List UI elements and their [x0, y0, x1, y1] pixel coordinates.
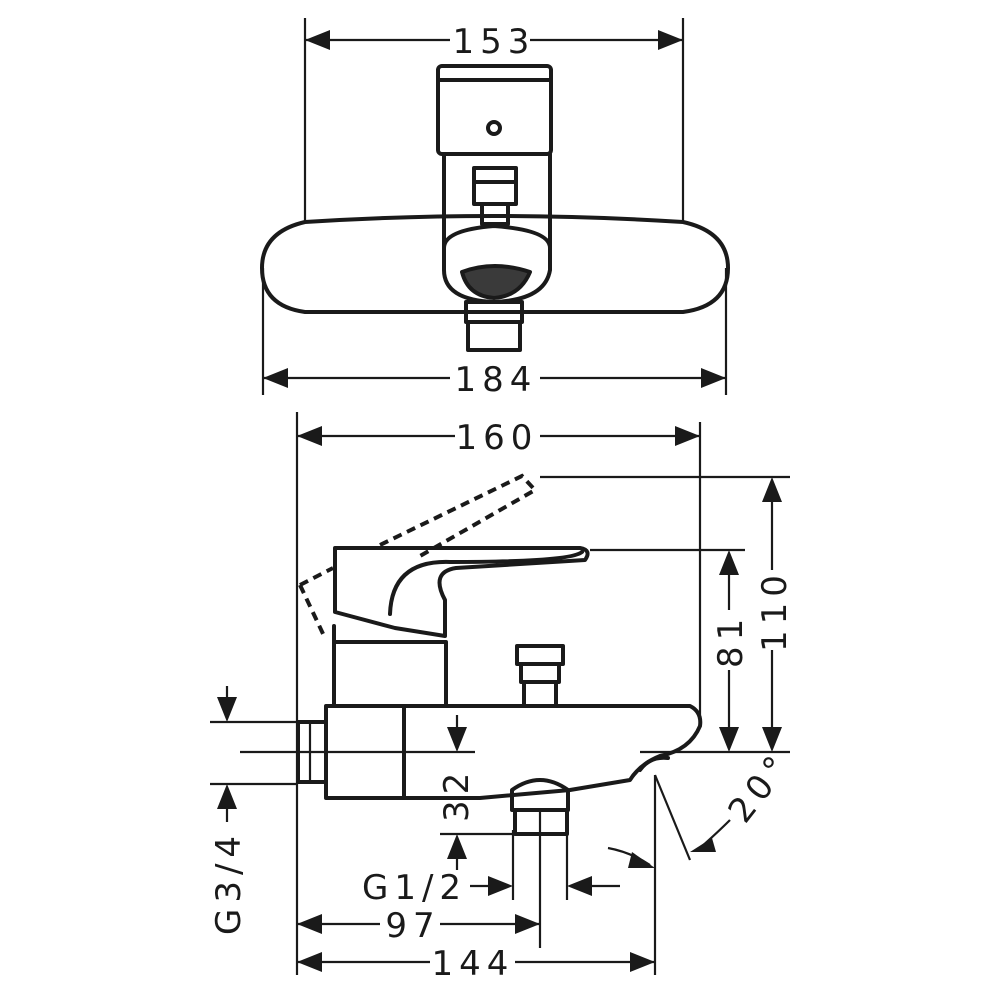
dimension-110: 110 [755, 477, 795, 752]
dimension-label-160: 160 [456, 418, 539, 458]
dimension-g3-4: G3/4 [209, 686, 298, 935]
dimension-label-184: 184 [455, 360, 538, 400]
cartridge-body [332, 640, 448, 708]
diverter-knob [515, 644, 565, 708]
dimension-g1-2: G1/2 [362, 868, 620, 908]
dimension-160: 160 [297, 418, 700, 458]
dimension-97: 97 [297, 906, 540, 946]
dimension-label-20: 20° [721, 744, 801, 830]
top-view: 153 184 [260, 18, 730, 400]
dimension-label-g3-4: G3/4 [209, 830, 249, 935]
dimension-20-degrees: 20° [607, 744, 801, 868]
diverter-knob-top [472, 166, 518, 206]
dimension-label-81: 81 [711, 613, 751, 668]
dimension-label-144: 144 [432, 944, 515, 984]
cartridge-body-top [442, 152, 552, 252]
dimension-153: 153 [305, 22, 683, 62]
dimension-label-32: 32 [437, 767, 477, 822]
dimension-label-110: 110 [755, 569, 795, 652]
lever-handle [333, 546, 590, 638]
dimension-32: 32 [437, 715, 515, 870]
side-view: 160 [209, 412, 800, 984]
dimension-label-g1-2: G1/2 [362, 868, 467, 908]
dimension-label-153: 153 [453, 22, 536, 62]
lever-open-position [298, 473, 539, 639]
lever-indicator-dot [486, 120, 502, 136]
mixer-body [324, 704, 703, 800]
dimension-184: 184 [263, 360, 726, 400]
dimension-144: 144 [297, 944, 655, 984]
wall-plate-top [260, 214, 730, 314]
spout-top-view [442, 224, 552, 304]
lever-top-view [436, 64, 553, 156]
dimension-label-97: 97 [385, 906, 440, 946]
dimension-81: 81 [711, 550, 751, 752]
